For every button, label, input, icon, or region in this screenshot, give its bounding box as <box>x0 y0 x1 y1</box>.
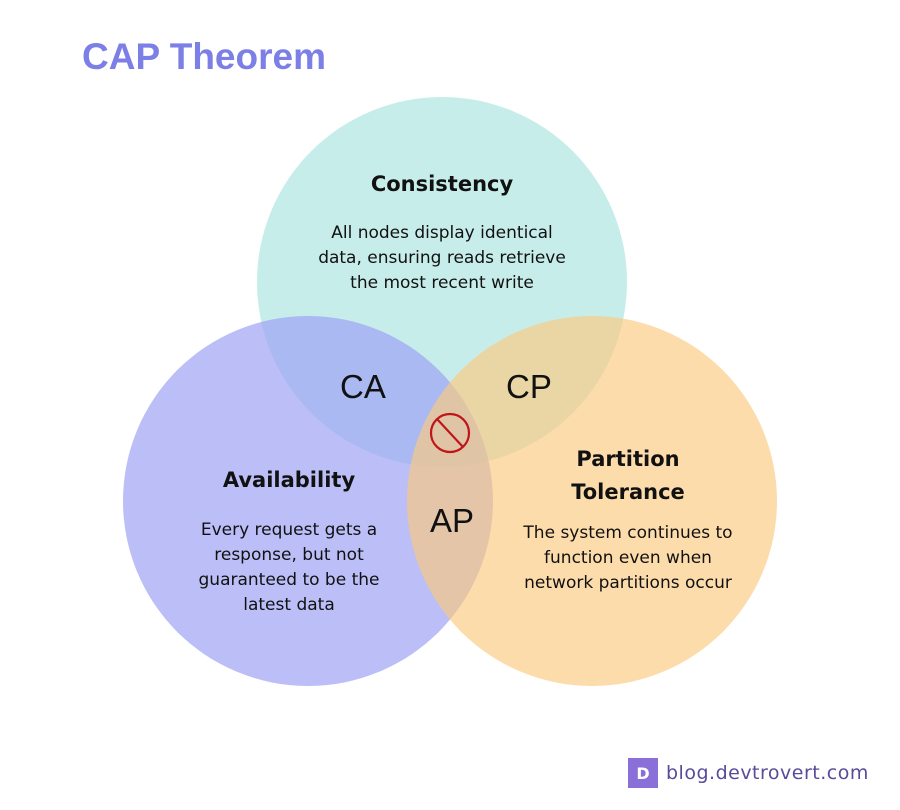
site-link[interactable]: blog.devtrovert.com <box>666 762 869 784</box>
page-title: CAP Theorem <box>82 36 326 77</box>
prohibited-icon <box>429 412 471 454</box>
partition-circle <box>407 316 777 686</box>
partition-heading: Partition Tolerance <box>571 447 685 504</box>
partition-section: Partition Tolerance The system continues… <box>508 443 748 596</box>
devtrovert-logo-icon: D <box>628 758 658 788</box>
consistency-description: All nodes display identical data, ensuri… <box>318 223 566 293</box>
availability-description: Every request gets a response, but not g… <box>198 520 380 615</box>
consistency-heading: Consistency <box>370 172 514 196</box>
availability-section: Availability Every request gets a respon… <box>180 464 398 618</box>
cp-label: CP <box>506 368 552 405</box>
partition-description: The system continues to function even wh… <box>523 523 733 593</box>
availability-circle <box>123 316 493 686</box>
consistency-section: Consistency All nodes display identical … <box>292 168 592 296</box>
ca-label: CA <box>340 368 386 405</box>
availability-heading: Availability <box>222 468 356 492</box>
footer-brand: D blog.devtrovert.com <box>628 758 869 788</box>
ap-label: AP <box>430 502 475 539</box>
